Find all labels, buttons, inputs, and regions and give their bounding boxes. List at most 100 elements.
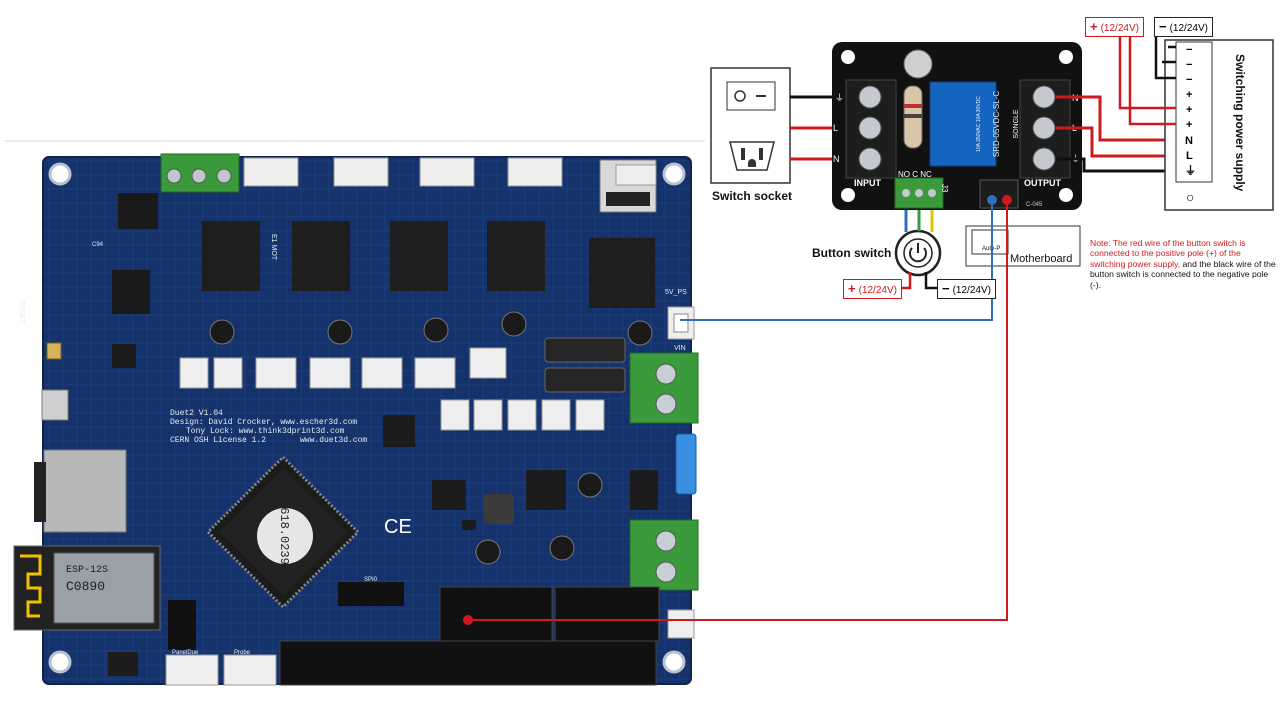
voltage-text: (12/24V) [1169,23,1208,34]
duet-board: Duet2 V1.04 Design: David Crocker, www.e… [13,153,699,686]
capacitor [627,320,653,346]
relay-board: SRD-05VDC-SL-C SONGLE 10A 250VAC 10A 30V… [832,42,1082,210]
power-supply [1164,39,1274,211]
psu-terminal-4: + [1186,104,1193,116]
fuse [544,337,626,363]
small-chip [383,415,415,447]
capacitor [501,311,527,337]
relay-code: C-045 [1026,202,1043,208]
spi-label-text: SPI0 [364,577,378,583]
motor-connector [243,157,299,187]
wire-psu-pos [1118,30,1176,110]
regulator [118,193,158,229]
c94-label-text: C94 [92,242,104,248]
pin-header [168,600,196,650]
relay-model-text: SRD-05VDC-SL-C [992,91,1001,157]
stepper-driver [487,221,545,291]
j3-label: J3 [940,184,949,193]
paneldue-label-text: PanelDue [172,650,199,656]
minus-icon: − [942,281,950,296]
voltage-text: (12/24V) [858,285,897,296]
capacitor [327,319,353,345]
button-switch [894,229,942,277]
nc-label: NO C NC [898,170,932,179]
paneldue-connector [165,654,219,686]
expansion-header [439,586,553,642]
mount-hole [662,162,686,186]
board-name-text: Duet2 V1.04 [170,409,223,418]
in-terminal-0: ⏚ [835,93,844,103]
psu-terminal-0: − [1186,44,1193,56]
reset-button [46,342,62,360]
inductor [484,494,514,524]
relay-brand-text: SONGLE [1013,109,1020,139]
motor-connector [333,157,389,187]
psu-terminal-5: + [1186,119,1193,131]
wifi-label-text: ESP-12S [66,565,108,576]
button-positive-label: +(12/24V) [843,279,902,299]
wire-button-neg [924,272,937,290]
probe-label-text: Probe [234,650,251,656]
board-tony-text: Tony Lock: www.think3dprint3d.com [186,427,345,436]
psu-terminal-8: ⏚ [1185,165,1196,177]
side-connector [667,609,695,639]
expansion-header [554,586,660,642]
board-license-text: CERN OSH License 1.2 [170,436,266,445]
motor-connector [419,157,475,187]
board-url-text: www.duet3d.com [300,436,367,445]
reset-label-text: RESET [18,300,25,324]
wiring-note: Note: The red wire of the button switch … [1090,238,1276,290]
small-chip [108,652,138,676]
voltage-text: (12/24V) [952,285,991,296]
small-chip [432,480,466,510]
endstop-connectors [179,347,605,431]
wire-button-pos [902,272,912,290]
note-black-text: and the black wire of the button switch … [1090,258,1276,290]
small-chip [630,470,658,510]
relay-spec-text: 10A 250VAC 10A 30VDC [976,96,982,152]
in-terminal-1: L [833,123,838,133]
mount-hole [48,650,72,674]
vin-label-text: VIN [674,345,686,352]
board-design-text: Design: David Crocker, www.escher3d.com [170,418,357,427]
switch-socket [710,67,791,184]
usb-port [41,389,69,421]
switch-socket-label: Switch socket [712,189,793,203]
voltage-text: (12/24V) [1100,23,1139,34]
blade-fuse [675,433,697,495]
wifi-id-text: C0890 [66,579,105,594]
wire-endpoint [987,195,997,205]
chip-sticker [257,508,313,564]
stepper-driver [589,238,655,308]
auto-p-box [971,229,1009,255]
power-icon [909,247,927,263]
wire-endpoint [1002,195,1012,205]
spi-header [338,582,404,606]
relay-module [929,81,997,167]
motor-connector [507,157,563,187]
wire-psu-neg [1154,28,1176,80]
mount-hole [662,650,686,674]
capacitor [209,319,235,345]
psu-terminal-6: N [1185,135,1193,147]
probe-connector [223,654,277,686]
button-negative-label: −(12/24V) [937,279,996,299]
rocker-switch [726,81,776,111]
small-chip [526,470,566,510]
small-chip [112,344,136,368]
psu-positive-label: +(12/24V) [1085,17,1144,37]
psu-label: Switching power supply [1233,54,1247,192]
capacitor [423,317,449,343]
chip-label-text: 618.0239 [277,507,291,565]
wire-endpoint [463,615,473,625]
main-expansion-header [279,640,657,686]
psu-terminal-3: + [1186,89,1193,101]
sv-ps-label-text: 5V_PS [665,289,687,296]
sd-slot [43,449,127,533]
input-label: INPUT [854,178,882,188]
regulator [112,270,150,314]
stepper-driver [202,221,260,291]
relay-capacitor [903,49,933,79]
